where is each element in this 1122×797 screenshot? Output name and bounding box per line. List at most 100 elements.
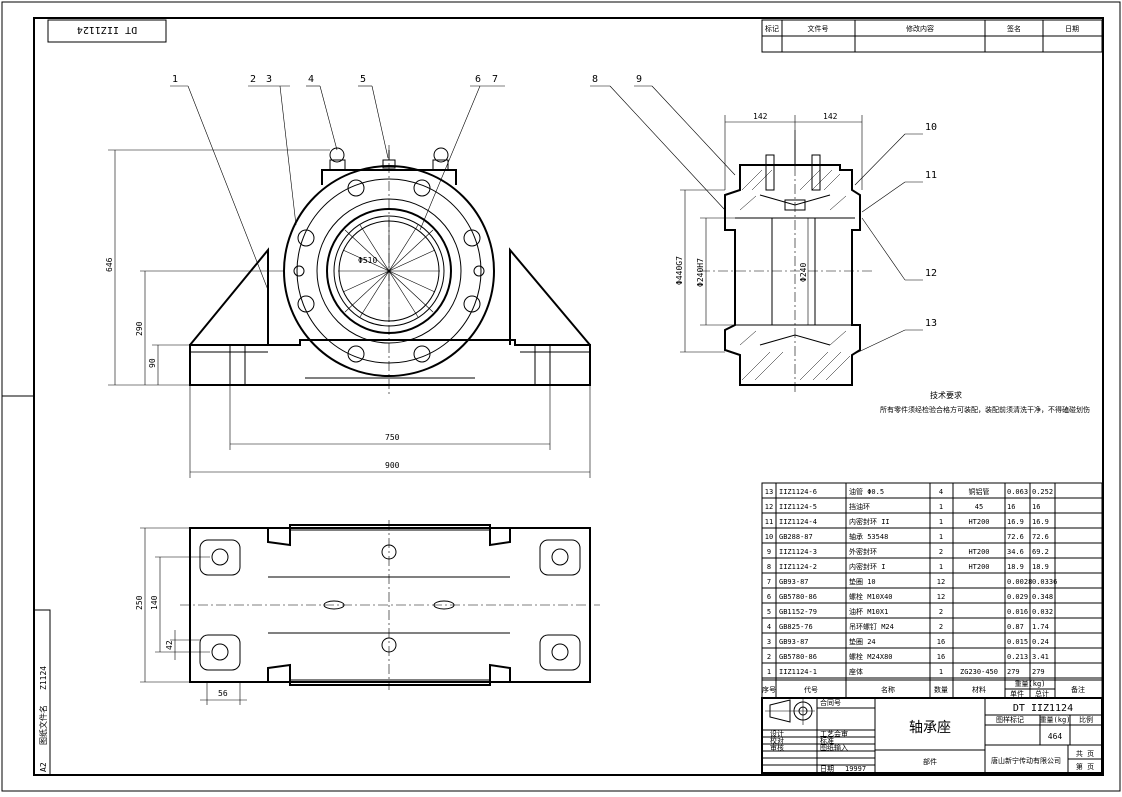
svg-text:单件: 单件 [1010,689,1024,698]
svg-text:文件号: 文件号 [808,24,829,33]
bom-cell-qty: 1 [939,503,943,511]
side-label-code: Z1124 [39,666,48,690]
bore-diameter-label: Φ510 [358,256,377,265]
bom-cell-no: 12 [765,503,773,511]
bom-cell-w2: 0.252 [1032,488,1053,496]
svg-text:10: 10 [925,122,937,133]
bom-cell-code: GB93-87 [779,578,809,586]
title-block: 合同号 设计 校对 审核 工艺会审 标准 图纸输入 日期 19997 轴承座 部… [761,697,1103,774]
side-section-view [700,130,875,395]
side-label-a2: A2 [39,762,48,772]
svg-text:比例: 比例 [1079,715,1093,724]
bom-cell-w2: 72.6 [1032,533,1049,541]
bom-cell-w1: 16.9 [1007,518,1024,526]
svg-text:3: 3 [266,74,272,85]
bom-cell-name: 轴承 53548 [849,532,888,541]
bom-cell-w2: 18.9 [1032,563,1049,571]
side-dimensions: 142 142 Φ440G7 Φ240H7 Φ240 [675,112,863,353]
bom-cell-code: GB93-87 [779,638,809,646]
svg-text:12: 12 [925,268,937,279]
svg-text:图纸输入: 图纸输入 [820,743,848,752]
svg-text:校对: 校对 [770,736,784,745]
svg-text:工艺会审: 工艺会审 [820,729,848,738]
bom-cell-name: 油管 Φ0.5 [849,487,884,496]
svg-text:部件: 部件 [923,757,937,766]
bom-cell-w2: 279 [1032,668,1045,676]
bom-cell-no: 3 [767,638,771,646]
bom-cell-material: HT200 [968,563,989,571]
technical-notes: 技术要求 所有零件须经检验合格方可装配，装配前须清洗干净，不得磕碰划伤 [880,390,1090,414]
bom-cell-no: 6 [767,593,771,601]
bom-cell-qty: 12 [937,593,945,601]
bom-cell-material: HT200 [968,548,989,556]
bom-cell-material: 45 [975,503,983,511]
svg-text:1: 1 [172,74,178,85]
bom-cell-material: ZG230-450 [960,668,998,676]
revision-table: 标记 文件号 修改内容 签名 日期 [761,19,1103,53]
bom-cell-w1: 72.6 [1007,533,1024,541]
bom-cell-no: 13 [765,488,773,496]
bom-cell-material: 铜铝管 [969,487,990,496]
company-name: 唐山新宁传动有限公司 [991,756,1061,765]
bom-cell-name: 油杯 M10X1 [849,607,888,616]
bom-cell-name: 垫圈 10 [849,577,876,586]
bom-cell-code: GB5780-86 [779,593,817,601]
front-dimensions: 646 290 90 750 900 [105,149,591,478]
drawing-code-mirrored: DT IIZ1124 [77,24,137,35]
bom-cell-name: 垫圈 24 [849,637,876,646]
bom-cell-w2: 0.348 [1032,593,1053,601]
bom-cell-code: IIZ1124-1 [779,668,817,676]
svg-text:合同号: 合同号 [820,698,841,707]
bom-cell-qty: 2 [939,548,943,556]
svg-text:13: 13 [925,318,937,329]
bom-cell-qty: 16 [937,653,945,661]
bom-cell-w1: 18.9 [1007,563,1024,571]
bom-cell-w1: 279 [1007,668,1020,676]
svg-text:8: 8 [592,74,598,85]
svg-text:Φ240: Φ240 [799,263,808,282]
bom-cell-qty: 4 [939,488,943,496]
svg-text:备注: 备注 [1071,685,1085,694]
bom-cell-w1: 0.213 [1007,653,1028,661]
svg-text:290: 290 [135,321,144,336]
svg-text:9: 9 [636,74,642,85]
svg-text:646: 646 [105,257,114,272]
bom-cell-w1: 0.015 [1007,638,1028,646]
svg-text:名称: 名称 [881,685,895,694]
svg-text:所有零件须经检验合格方可装配，装配前须清洗干净，不得磕碰划伤: 所有零件须经检验合格方可装配，装配前须清洗干净，不得磕碰划伤 [880,405,1090,414]
plan-dimensions: 250 140 42 56 [135,527,247,705]
bom-cell-w2: 69.2 [1032,548,1049,556]
bom-cell-no: 9 [767,548,771,556]
svg-text:90: 90 [148,358,157,368]
bom-cell-code: IIZ1124-4 [779,518,817,526]
bom-cell-qty: 16 [937,638,945,646]
bom-cell-name: 内密封环 II [849,517,890,526]
drawing-code: DT IIZ1124 [1013,703,1073,714]
bom-cell-name: 座体 [849,667,863,676]
svg-text:11: 11 [925,170,937,181]
bom-cell-no: 1 [767,668,771,676]
drawing-title: 轴承座 [909,720,951,736]
svg-text:标准: 标准 [820,736,834,745]
bom-cell-no: 11 [765,518,773,526]
bom-cell-code: IIZ1124-3 [779,548,817,556]
svg-text:签名: 签名 [1007,24,1021,33]
bom-cell-qty: 12 [937,578,945,586]
bom-cell-qty: 1 [939,668,943,676]
svg-text:日期: 日期 [820,765,834,773]
svg-text:7: 7 [492,74,498,85]
bom-cell-w2: 0.032 [1032,608,1053,616]
svg-text:修改内容: 修改内容 [906,24,934,33]
bom-cell-w2: 0.0336 [1032,578,1057,586]
svg-text:142: 142 [753,112,768,121]
bom-cell-no: 2 [767,653,771,661]
bom-cell-name: 内密封环 I [849,562,885,571]
svg-text:总计: 总计 [1035,689,1049,698]
svg-text:标记: 标记 [765,24,779,33]
svg-text:日期: 日期 [1065,25,1079,33]
svg-text:140: 140 [150,595,159,610]
svg-text:2: 2 [250,74,256,85]
svg-text:42: 42 [165,640,174,650]
